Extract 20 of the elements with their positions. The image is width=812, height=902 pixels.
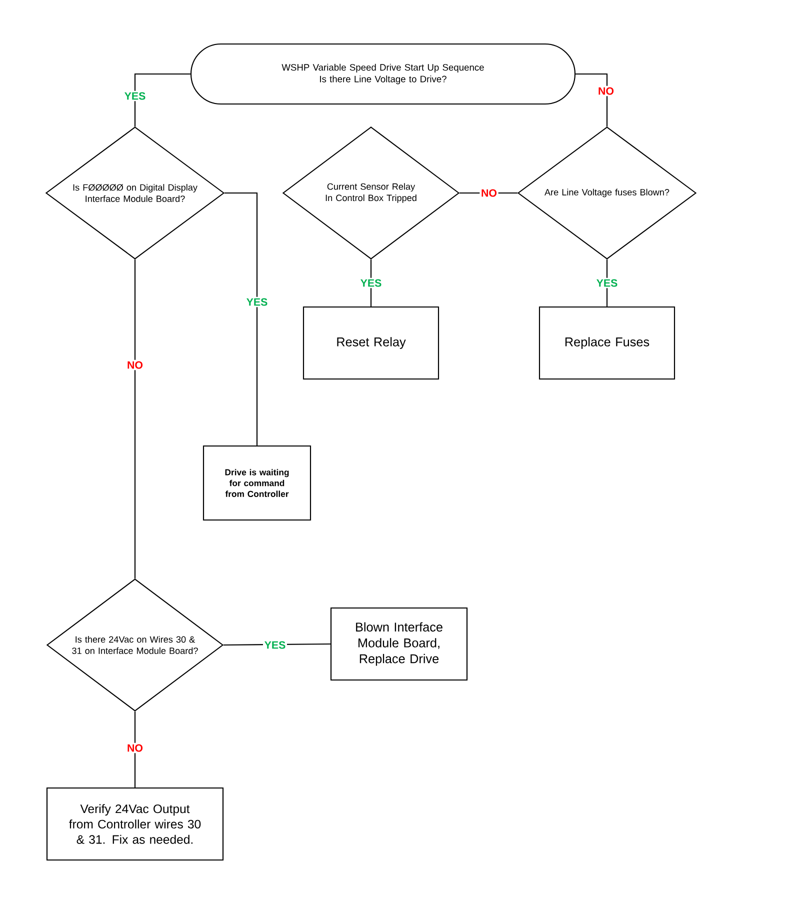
edge-label: NO (126, 360, 144, 370)
edge-label: YES (245, 296, 269, 308)
process-box: Drive is waiting for command from Controller (202, 445, 312, 521)
process-box: Blown Interface Module Board, Replace Drive (330, 607, 468, 681)
edge-label: YES (359, 278, 383, 288)
process-box: Reset Relay (302, 306, 440, 380)
connector-line (576, 73, 608, 126)
edge-label: YES (123, 90, 147, 102)
connector-line (134, 73, 190, 126)
connector-line (224, 192, 258, 446)
process-box: Replace Fuses (538, 306, 676, 380)
edge-label: YES (263, 640, 287, 650)
connector-line (134, 260, 136, 578)
edge-label: YES (595, 278, 619, 288)
edge-label: NO (596, 86, 616, 96)
edge-label: NO (480, 188, 498, 198)
connector-line (134, 712, 136, 788)
edge-label: NO (126, 742, 144, 754)
start-terminator: WSHP Variable Speed Drive Start Up Sequence Is there Line Voltage to Drive? (190, 43, 576, 105)
process-box: Verify 24Vac Output from Controller wires 30 & 31. Fix as needed. (46, 787, 224, 861)
